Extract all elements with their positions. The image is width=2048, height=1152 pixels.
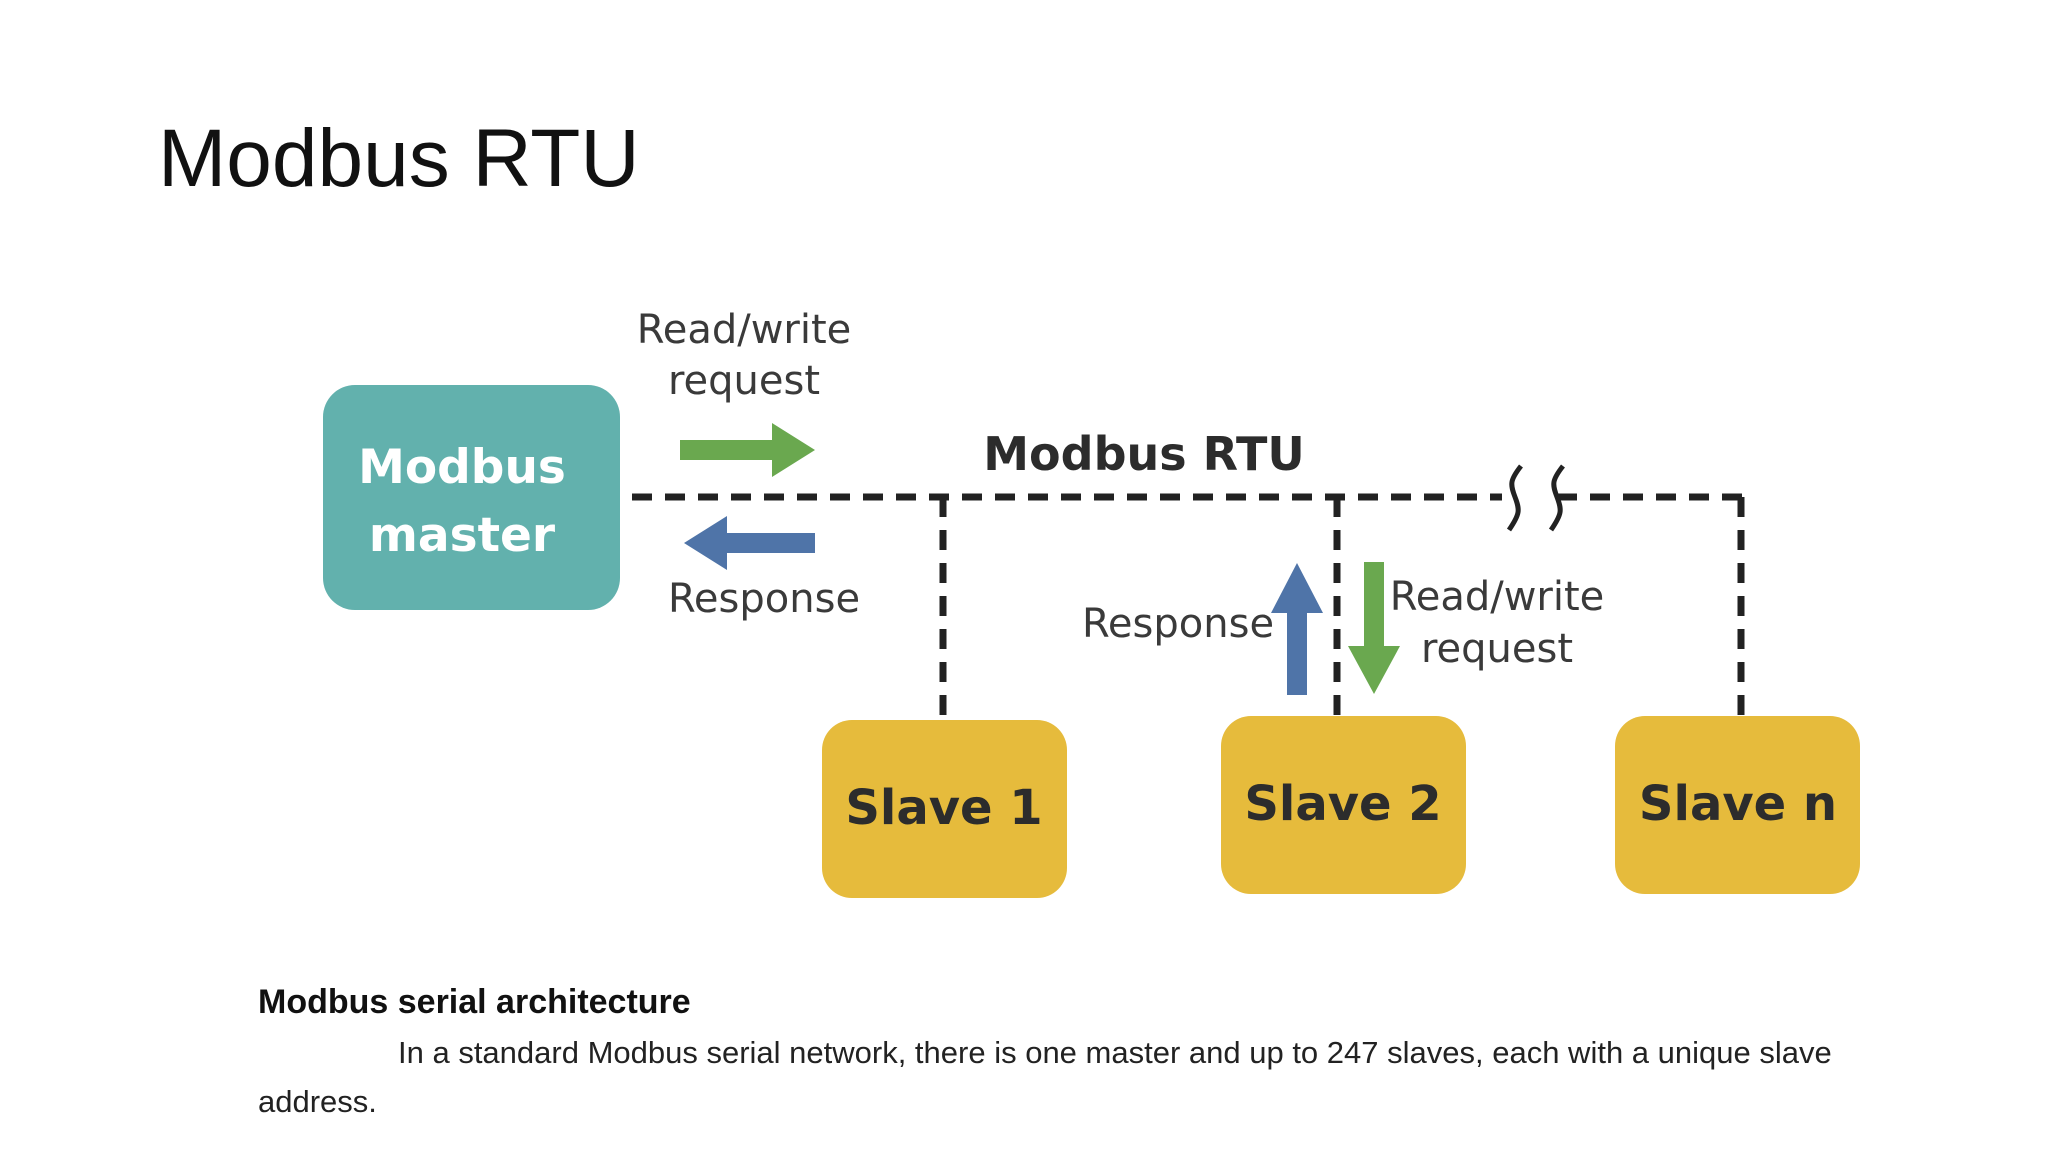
slave-node-n: Slave n xyxy=(1615,716,1860,894)
slave-2-response-label: Response xyxy=(1082,601,1274,647)
slave-2-response-arrow xyxy=(1271,563,1323,695)
modbus-master-box xyxy=(323,385,620,610)
modbus-master-node: Modbus master xyxy=(323,385,620,610)
bus-lines xyxy=(632,493,1745,722)
slave-2-box xyxy=(1221,716,1466,894)
master-request-label-line2: request xyxy=(668,358,820,404)
bus-break-symbol xyxy=(1506,464,1565,532)
master-response-label: Response xyxy=(668,576,860,622)
slave-n-box xyxy=(1615,716,1860,894)
bus-label: Modbus RTU xyxy=(983,427,1304,481)
slave-2-request-label-line1: Read/write xyxy=(1390,574,1605,620)
caption-text: In a standard Modbus serial network, the… xyxy=(258,1035,1832,1119)
slave-node-2: Slave 2 xyxy=(1221,716,1466,894)
slave-2-label: Slave 2 xyxy=(1244,776,1441,832)
slave-node-1: Slave 1 xyxy=(822,720,1067,898)
caption: Modbus serial architecture In a standard… xyxy=(258,982,1898,1126)
slave-1-box xyxy=(822,720,1067,898)
master-response-arrow xyxy=(684,516,815,570)
caption-title: Modbus serial architecture xyxy=(258,983,691,1021)
master-request-arrow xyxy=(680,423,815,477)
modbus-master-label-line1: Modbus xyxy=(358,440,566,495)
slave-2-request-label-line2: request xyxy=(1421,626,1573,672)
slave-n-label: Slave n xyxy=(1639,776,1837,832)
master-request-label-line1: Read/write xyxy=(637,307,852,353)
slave-2-request-arrow xyxy=(1348,562,1400,694)
modbus-master-label-line2: master xyxy=(369,508,556,563)
slide-title: Modbus RTU xyxy=(158,113,640,204)
slave-1-label: Slave 1 xyxy=(845,780,1042,836)
